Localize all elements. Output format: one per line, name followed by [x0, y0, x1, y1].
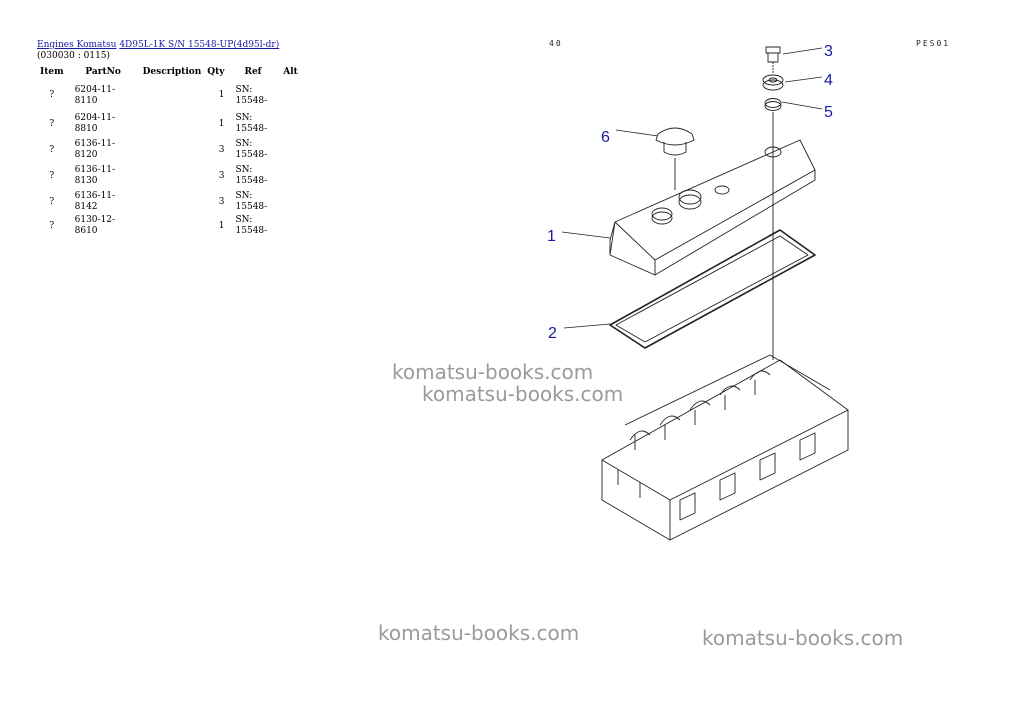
- callout-1: 1: [547, 228, 556, 245]
- gasket-part: [609, 229, 816, 349]
- col-alt: Alt: [283, 67, 298, 77]
- col-description: Description: [142, 67, 202, 77]
- breadcrumb: Engines Komatsu 4D95L-1K S/N 15548-UP(4d…: [37, 40, 279, 62]
- valve-cover-part: [609, 139, 816, 360]
- page-code-right: PES01: [916, 39, 951, 48]
- filler-cap-part: [655, 127, 695, 190]
- callout-5: 5: [824, 104, 833, 121]
- cell-description: [140, 215, 205, 237]
- table-row: ? 6136-11-8120 3 SN: 15548-: [37, 137, 303, 163]
- cell-ref: SN: 15548-: [235, 191, 268, 212]
- bolt-part: [765, 46, 781, 74]
- cell-ref: SN: 15548-: [235, 165, 268, 186]
- cell-ref: SN: 15548-: [235, 215, 268, 236]
- cylinder-head-part: [601, 354, 849, 541]
- cell-item: ?: [49, 118, 55, 129]
- cell-partno: 6136-11-8142: [74, 191, 116, 212]
- col-qty: Qty: [207, 67, 225, 77]
- cell-description: [140, 80, 205, 111]
- leader-line-6: [615, 129, 659, 137]
- col-ref: Ref: [244, 67, 262, 77]
- watermark-text: komatsu-books.com: [378, 621, 580, 645]
- parts-table: Item PartNo Description Qty Ref Alt ? 62…: [37, 66, 303, 237]
- exploded-parts-diagram: 3 4 5 6 1 2: [547, 43, 849, 541]
- cell-description: [140, 137, 205, 163]
- col-item: Item: [40, 67, 64, 77]
- col-partno: PartNo: [85, 67, 121, 77]
- leader-line-4: [784, 76, 823, 83]
- cell-partno: 6136-11-8120: [74, 139, 116, 160]
- cell-item: ?: [49, 196, 55, 207]
- table-header-row: Item PartNo Description Qty Ref Alt: [37, 66, 303, 80]
- cell-item: ?: [49, 144, 55, 155]
- cell-qty: 1: [218, 90, 225, 100]
- cell-partno: 6204-11-8810: [74, 113, 116, 134]
- leader-line-2: [563, 323, 611, 329]
- leader-line-3: [782, 47, 823, 55]
- watermark-text: komatsu-books.com: [702, 626, 904, 650]
- cell-description: [140, 163, 205, 189]
- leader-line-5: [781, 101, 823, 110]
- washer-part: [762, 74, 784, 91]
- cell-item: ?: [49, 90, 55, 100]
- watermark-text: komatsu-books.com: [392, 360, 594, 384]
- table-row: ? 6136-11-8142 3 SN: 15548-: [37, 189, 303, 215]
- cell-description: [140, 111, 205, 137]
- page-subtitle: (030030 : 0115): [37, 51, 111, 61]
- link-model[interactable]: 4D95L-1K S/N 15548-UP(4d95l-dr): [119, 40, 280, 50]
- leader-line-1: [561, 231, 611, 239]
- cell-ref: SN: 15548-: [235, 113, 268, 134]
- callout-4: 4: [824, 72, 833, 89]
- cell-alt: [279, 189, 303, 215]
- cell-alt: [279, 163, 303, 189]
- cell-description: [140, 189, 205, 215]
- callout-3: 3: [824, 43, 833, 60]
- cell-ref: SN: 15548-: [235, 84, 268, 106]
- cell-partno: 6130-12-8610: [74, 215, 116, 236]
- table-row: ? 6204-11-8810 1 SN: 15548-: [37, 111, 303, 137]
- callout-6: 6: [601, 129, 610, 146]
- cell-qty: 1: [218, 118, 225, 129]
- cell-alt: [279, 111, 303, 137]
- table-row: ? 6204-11-8110 1 SN: 15548-: [37, 80, 303, 111]
- table-row: ? 6136-11-8130 3 SN: 15548-: [37, 163, 303, 189]
- table-row: ? 6130-12-8610 1 SN: 15548-: [37, 215, 303, 237]
- page-code-left: 40: [549, 39, 563, 48]
- cell-qty: 3: [218, 170, 225, 181]
- cell-partno: 6204-11-8110: [74, 84, 116, 106]
- cell-item: ?: [49, 220, 55, 231]
- cell-item: ?: [49, 170, 55, 181]
- cell-alt: [279, 215, 303, 237]
- cell-ref: SN: 15548-: [235, 139, 268, 160]
- link-engines-komatsu[interactable]: Engines Komatsu: [37, 40, 117, 50]
- cell-qty: 1: [218, 220, 225, 231]
- seal-part: [764, 98, 782, 140]
- cell-alt: [279, 137, 303, 163]
- callout-2: 2: [548, 325, 557, 342]
- cell-partno: 6136-11-8130: [74, 165, 116, 186]
- watermark-text: komatsu-books.com: [422, 382, 624, 406]
- cell-qty: 3: [218, 196, 225, 207]
- cell-qty: 3: [218, 144, 225, 155]
- cell-alt: [279, 80, 303, 111]
